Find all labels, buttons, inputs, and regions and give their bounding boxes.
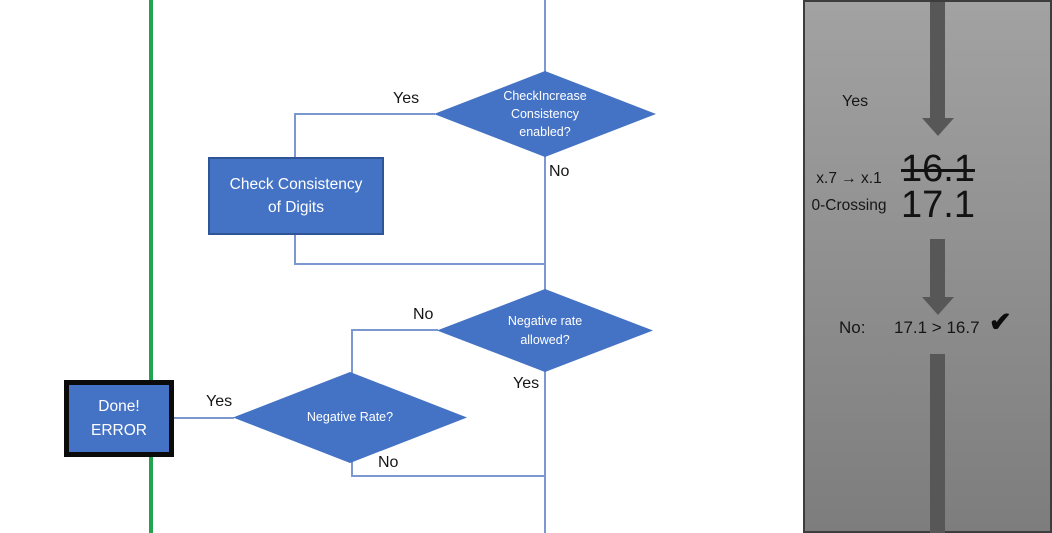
green-divider-line <box>149 0 153 533</box>
checkmark-icon: ✔ <box>989 307 1012 337</box>
decision-checkincrease-label: CheckIncrease Consistency enabled? <box>503 88 587 140</box>
process-check-consistency-label: Check Consistency of Digits <box>229 175 363 216</box>
terminator-done-error-label: Done! ERROR <box>91 398 147 439</box>
connector-process-out-vertical <box>294 235 296 265</box>
edge-label-yes-bottom: Yes <box>206 393 233 410</box>
terminator-done-error: Done! ERROR <box>64 380 174 457</box>
connector-no-mid-vertical <box>351 329 353 373</box>
case-annotation: x.7 → x.1 0-Crossing <box>811 170 887 214</box>
decision-negative-rate: Negative Rate? <box>233 372 467 463</box>
down-arrow-1-shaft <box>930 2 945 119</box>
down-arrow-2-shaft <box>930 239 945 298</box>
connector-no-bottom-horizontal <box>351 475 545 477</box>
decision-negative-rate-label: Negative Rate? <box>306 410 394 425</box>
old-value-struck: 16.1 <box>901 148 975 190</box>
result-comparison: 17.1 > 16.7 <box>894 318 980 337</box>
process-check-consistency: Check Consistency of Digits <box>208 157 384 235</box>
value-comparison-block: 16.1 17.1 <box>901 148 975 226</box>
connector-yes-bottom-horizontal <box>174 417 234 419</box>
edge-label-no-bottom: No <box>378 454 399 471</box>
panel-yes-label: Yes <box>842 93 869 110</box>
edge-label-yes-mid: Yes <box>513 375 540 392</box>
edge-label-no-top: No <box>549 163 570 180</box>
decision-checkincrease-consistency: CheckIncrease Consistency enabled? <box>434 71 656 157</box>
decision-negative-rate-allowed-label: Negative rate allowed? <box>507 314 583 347</box>
edge-label-yes-top: Yes <box>393 90 420 107</box>
edge-label-no-mid: No <box>413 306 434 323</box>
main-flow-connector <box>544 0 546 533</box>
connector-process-out-horizontal <box>294 263 545 265</box>
new-value: 17.1 <box>901 184 975 226</box>
connector-yes-top-vertical <box>294 113 296 158</box>
down-arrow-3-shaft <box>930 354 945 533</box>
connector-no-mid-horizontal <box>351 329 438 331</box>
down-arrow-1-head-icon <box>922 118 954 136</box>
side-panel: Yes x.7 → x.1 0-Crossing 16.1 17.1 No: 1… <box>803 0 1052 533</box>
result-prefix: No: <box>839 318 866 337</box>
connector-no-bottom-vertical <box>351 461 353 477</box>
down-arrow-2-head-icon <box>922 297 954 315</box>
connector-yes-top-horizontal <box>294 113 435 115</box>
decision-negative-rate-allowed: Negative rate allowed? <box>437 289 653 372</box>
